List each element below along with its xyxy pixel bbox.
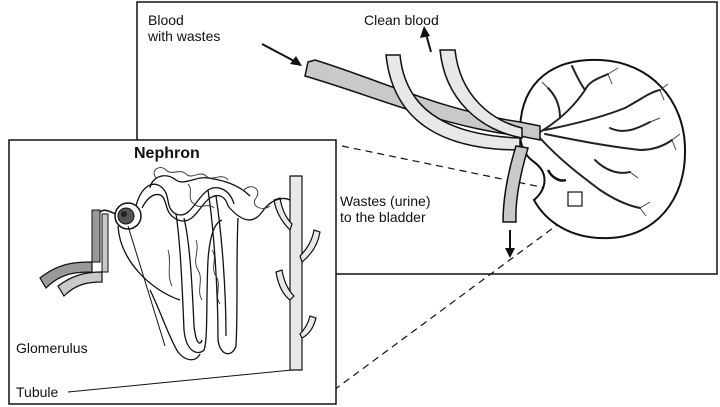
label-wastes-line2: to the bladder xyxy=(340,209,431,225)
label-blood-with-wastes: Blood with wastes xyxy=(148,12,220,44)
efferent-vessel xyxy=(102,214,108,272)
label-wastes-to-bladder: Wastes (urine) to the bladder xyxy=(340,193,431,225)
label-wastes-line1: Wastes (urine) xyxy=(340,193,431,209)
kidney-outline xyxy=(520,60,685,238)
zoom-box xyxy=(568,192,582,206)
label-nephron-title: Nephron xyxy=(134,146,200,162)
collecting-duct xyxy=(290,176,302,370)
afferent-vessel xyxy=(92,210,100,262)
label-clean-blood: Clean blood xyxy=(364,12,439,28)
label-blood-line2: with wastes xyxy=(148,28,220,44)
label-glomerulus: Glomerulus xyxy=(16,340,88,356)
label-blood-line1: Blood xyxy=(148,12,220,28)
glomerulus-ball xyxy=(115,203,141,229)
label-tubule: Tubule xyxy=(16,384,58,400)
